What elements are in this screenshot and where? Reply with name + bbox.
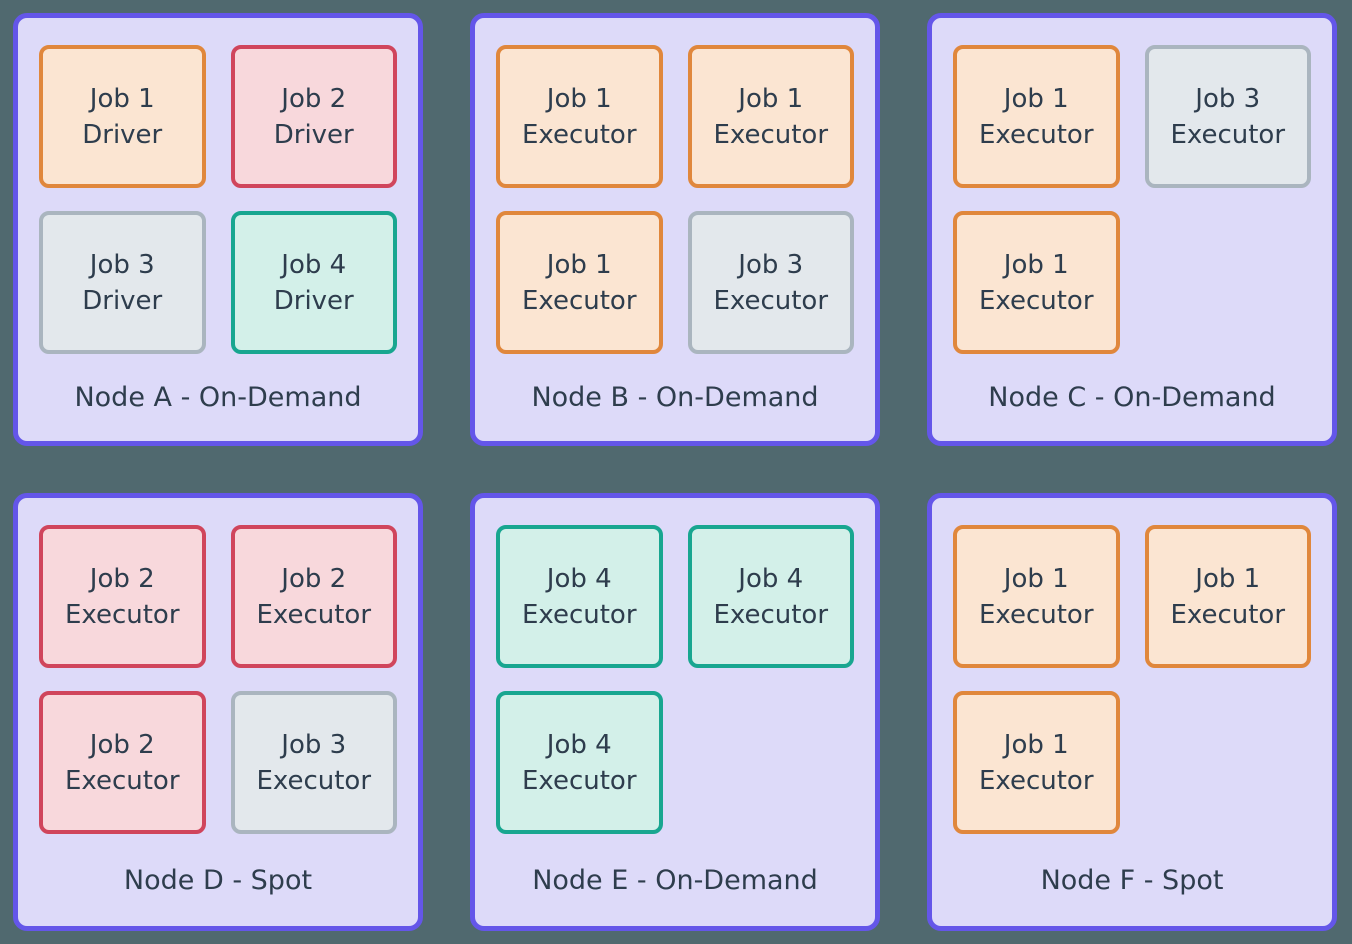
job-name: Job 1 [738, 83, 804, 114]
job-role: Executor [521, 765, 637, 796]
job-box: Job 3 Executor [687, 211, 854, 354]
job-role: Driver [273, 285, 354, 316]
job-role: Executor [521, 119, 637, 150]
job-role: Executor [256, 765, 372, 796]
node-label: Node E - On-Demand [532, 864, 818, 896]
job-box: Job 1 Executor [953, 211, 1120, 354]
job-box: Job 2 Executor [39, 691, 206, 834]
job-name: Job 2 [89, 729, 155, 760]
job-name: Job 3 [1195, 83, 1261, 114]
job-role: Executor [64, 765, 180, 796]
job-name: Job 4 [281, 249, 347, 280]
node-label-area: Node D - Spot [18, 834, 418, 926]
job-box: Job 2 Driver [230, 45, 397, 188]
job-box: Job 4 Executor [496, 525, 663, 668]
job-box: Job 1 Executor [1144, 525, 1311, 668]
job-name: Job 1 [1003, 563, 1069, 594]
job-role: Executor [521, 285, 637, 316]
node-label-area: Node F - Spot [932, 834, 1332, 926]
node-label: Node A - On-Demand [74, 382, 362, 413]
job-role: Executor [978, 285, 1094, 316]
job-box: Job 1 Executor [953, 525, 1120, 668]
job-box: Job 4 Executor [496, 691, 663, 834]
job-name: Job 1 [1003, 729, 1069, 760]
node-label: Node D - Spot [123, 864, 313, 896]
job-name: Job 3 [89, 249, 155, 280]
job-name: Job 3 [738, 249, 804, 280]
job-role: Executor [713, 119, 829, 150]
node-label-area: Node C - On-Demand [932, 354, 1332, 441]
job-name: Job 3 [281, 729, 347, 760]
node-label: Node C - On-Demand [988, 382, 1276, 413]
node-label-area: Node E - On-Demand [475, 834, 875, 926]
job-role: Driver [273, 119, 354, 150]
job-box: Job 1 Executor [953, 45, 1120, 188]
job-box: Job 2 Executor [230, 525, 397, 668]
job-name: Job 2 [89, 563, 155, 594]
job-box: Job 1 Executor [496, 45, 663, 188]
job-role: Executor [978, 119, 1094, 150]
job-role: Executor [1170, 599, 1286, 630]
node-label-area: Node A - On-Demand [18, 354, 418, 441]
job-box: Job 1 Executor [687, 45, 854, 188]
job-box: Job 1 Executor [496, 211, 663, 354]
job-name: Job 4 [546, 563, 612, 594]
job-name: Job 2 [281, 83, 347, 114]
job-role: Executor [713, 285, 829, 316]
node-label: Node B - On-Demand [531, 382, 819, 413]
job-box: Job 4 Driver [230, 211, 397, 354]
job-role: Executor [713, 599, 829, 630]
job-role: Executor [1170, 119, 1286, 150]
node-label-area: Node B - On-Demand [475, 354, 875, 441]
job-name: Job 1 [1195, 563, 1261, 594]
job-name: Job 4 [738, 563, 804, 594]
job-role: Driver [82, 285, 163, 316]
job-name: Job 1 [1003, 83, 1069, 114]
job-role: Executor [978, 599, 1094, 630]
job-name: Job 4 [546, 729, 612, 760]
node-label: Node F - Spot [1040, 864, 1224, 896]
job-box: Job 3 Driver [39, 211, 206, 354]
job-name: Job 1 [89, 83, 155, 114]
job-box: Job 1 Executor [953, 691, 1120, 834]
job-name: Job 1 [546, 83, 612, 114]
job-box: Job 2 Executor [39, 525, 206, 668]
job-box: Job 3 Executor [230, 691, 397, 834]
job-role: Executor [978, 765, 1094, 796]
job-box: Job 1 Driver [39, 45, 206, 188]
job-name: Job 2 [281, 563, 347, 594]
job-box: Job 3 Executor [1144, 45, 1311, 188]
job-name: Job 1 [1003, 249, 1069, 280]
job-role: Driver [82, 119, 163, 150]
job-role: Executor [64, 599, 180, 630]
job-box: Job 4 Executor [687, 525, 854, 668]
job-name: Job 1 [546, 249, 612, 280]
job-role: Executor [521, 599, 637, 630]
job-role: Executor [256, 599, 372, 630]
